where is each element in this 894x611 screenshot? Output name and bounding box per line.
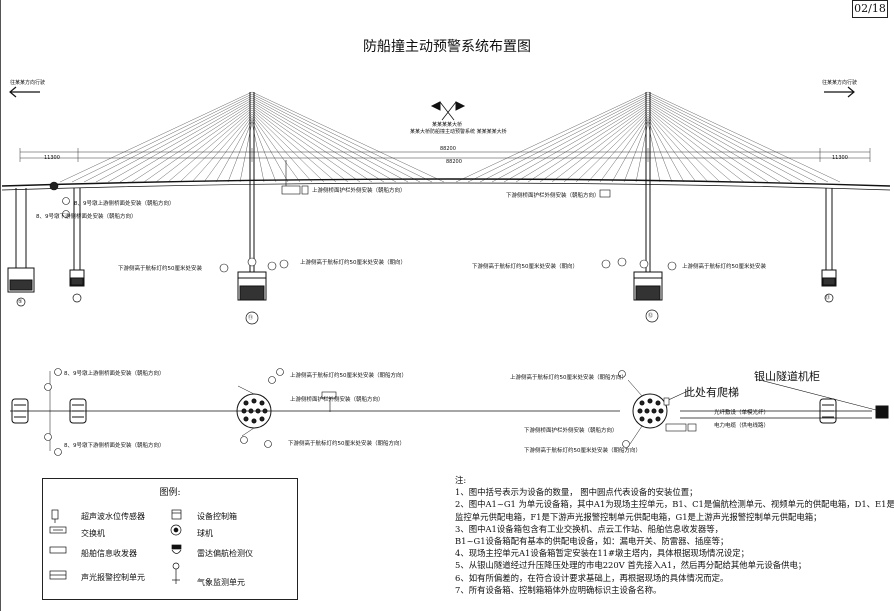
- plan-label-t1-up-rail: 上游侧桥面护栏外侧安装（朝船方向）: [290, 397, 384, 403]
- plan-label-t2-up-light: 上游侧高于航标灯约50厘米处安装（朝船方向）: [510, 375, 628, 381]
- flag-subcaption: 某某大桥防船撞主动预警系统 某某某某大桥: [410, 129, 507, 135]
- flag-icon: [430, 101, 466, 121]
- alarm-unit-icon: [49, 570, 67, 580]
- note-line: 5、从银山隧道经过升压降压处理的市电220V 首先接入A1，然后再分配给其他单元…: [455, 560, 807, 571]
- sheet-border-left: [0, 0, 1, 611]
- tunnel-cabinet-label: 银山隧道机柜: [754, 370, 820, 383]
- flag-caption: 某某某某大桥: [432, 122, 463, 128]
- legend-item-switch: 交换机: [81, 529, 105, 538]
- pier-left-outer: [7, 188, 35, 293]
- legend-item-weather: 气象监测单元: [197, 578, 245, 587]
- radar-icon: [171, 544, 182, 554]
- plan-devices: [44, 368, 697, 456]
- elev-label-pier89-up: 8、9号墩上游侧桥面处安装（朝船方向）: [74, 201, 175, 207]
- legend-item-alarm-unit: 声光报警控制单元: [81, 573, 145, 582]
- plan-label-t2-down-rail: 下游侧桥面护栏外侧安装（朝船方向）: [524, 428, 618, 434]
- note-line: B1~G1设备箱配有基本的供配电设备，如：漏电开关、防雷器、插座等；: [455, 536, 729, 547]
- dimension-right: 11300: [832, 155, 848, 161]
- elevation-devices: [49, 160, 677, 273]
- plan-label-t1-down-light: 下游侧高于航标灯约50厘米处安装（朝船方向）: [288, 441, 406, 447]
- legend-item-radar: 雷达偏航检测仪: [197, 549, 253, 558]
- left-tower-cables: [59, 91, 445, 183]
- elev-label-tower-up-rail: 上游侧桥面护栏外侧安装（朝船方向）: [312, 188, 406, 194]
- legend-item-equipment-box: 设备控制箱: [197, 512, 237, 521]
- dimension-left: 11300: [44, 155, 60, 161]
- plan-label-cable1: 光纤敷设（单模光纤）: [714, 410, 770, 416]
- plan-label-t1-up-light: 上游侧高于航标灯约50厘米处安装（朝船方向）: [290, 373, 408, 379]
- bridge-deck: [1, 178, 891, 191]
- ladder-callout: 此处有爬梯: [684, 386, 739, 399]
- direction-left-label: 往某某方向行驶: [10, 80, 46, 86]
- pier-right-inner: [821, 188, 837, 287]
- note-line: 1、图中括号表示为设备的数量， 图中圆点代表设备的安装位置；: [455, 487, 698, 498]
- note-line: 3、图中A1设备箱包含有工业交换机、点云工作站、船舶信息收发器等，: [455, 523, 723, 534]
- elev-label-pier89-down: 8、9号墩下游侧桥面处安装（朝船方向）: [36, 214, 137, 220]
- note-line: 监控单元供配电箱，F1是下游声光报警控制单元供配电箱，G1是上游声光报警控制单元…: [455, 511, 822, 522]
- note-line: 4、现场主控单元A1设备箱暂定安装在11#墩主塔内，具体根据现场情况设定；: [455, 548, 750, 559]
- notes-block: 注: 1、图中括号表示为设备的数量， 图中圆点代表设备的安装位置； 2、图中A1…: [455, 474, 894, 596]
- page-number: 02/18: [852, 0, 888, 18]
- weather-station-icon: [172, 562, 180, 584]
- switch-icon: [49, 526, 67, 534]
- legend-item-ship-info: 船舶信息收发器: [81, 549, 137, 558]
- ship-info-receiver-icon: [49, 546, 67, 554]
- pier-label-1: ⑤: [18, 299, 23, 305]
- note-line: 7、所有设备箱、控制箱箱体外应明确标识主设备名称。: [455, 584, 662, 595]
- diagram-title: 防船撞主动预警系统布置图: [363, 39, 531, 55]
- legend-item-dome-camera: 球机: [197, 529, 213, 538]
- note-line: 6、如有所偏差的，在符合设计要求基础上，再根据现场的具体情况而定。: [455, 572, 729, 583]
- tower-right: [633, 92, 663, 301]
- dimension-top: 88200: [440, 146, 456, 152]
- pier-label-3: ⑫: [648, 313, 654, 319]
- dome-camera-icon: [170, 524, 182, 536]
- elev-label-tower-up-light: 上游侧高于航标灯约50厘米处安装（朝向）: [300, 260, 406, 266]
- pier-label-2: ⑪: [248, 315, 254, 321]
- elev-label-tower-up-light-right: 上游侧高于航标灯约50厘米处安装: [682, 264, 766, 270]
- tower-left: [237, 92, 267, 301]
- legend-box: 图例: 超声波水位传感器 设备控制箱 交换机 球机 船舶信息收发器 雷达偏航检测…: [42, 478, 298, 600]
- elev-label-tower-down-light-right: 下游侧高于航标灯约50厘米处安装（朝向）: [472, 264, 578, 270]
- elev-label-tower-down-light-left: 下游侧高于航标灯约50厘米处安装: [118, 266, 202, 272]
- dimension-lines: [19, 148, 871, 162]
- legend-title: 图例:: [159, 488, 181, 498]
- plan-label-p89-up: 8、9号墩上游侧桥面处安装（朝船方向）: [64, 371, 165, 377]
- direction-right-label: 往某某方向行驶: [822, 80, 858, 86]
- plan-label-p89-down: 8、9号墩下游侧桥面处安装（朝船方向）: [64, 443, 165, 449]
- plan-label-cable2: 电力电缆（供电线路）: [714, 423, 770, 429]
- legend-item-ultrasonic: 超声波水位传感器: [81, 512, 145, 521]
- plan-view: [10, 371, 889, 451]
- left-direction-arrow: [9, 86, 40, 98]
- right-tower-cables: [455, 91, 841, 183]
- pier-markers: [16, 293, 834, 325]
- pier-label-4: ⑬: [825, 295, 831, 301]
- notes-heading: 注:: [455, 475, 467, 485]
- elev-label-tower-down-rail: 下游侧桥面护栏外侧安装（朝船方向）: [506, 193, 600, 199]
- equipment-box-icon: [171, 509, 182, 520]
- right-direction-arrow: [824, 86, 855, 98]
- ultrasonic-sensor-icon: [51, 509, 59, 523]
- legend-icons: [49, 509, 182, 584]
- plan-label-t2-down-light: 下游侧高于航标灯约50厘米处安装（朝船方向）: [524, 448, 642, 454]
- note-line: 2、图中A1~G1 为单元设备箱，其中A1为现场主控单元，B1、C1是偏航检测单…: [455, 499, 894, 510]
- pier-left-inner: [69, 188, 85, 287]
- dimension-mid: 88200: [446, 159, 462, 165]
